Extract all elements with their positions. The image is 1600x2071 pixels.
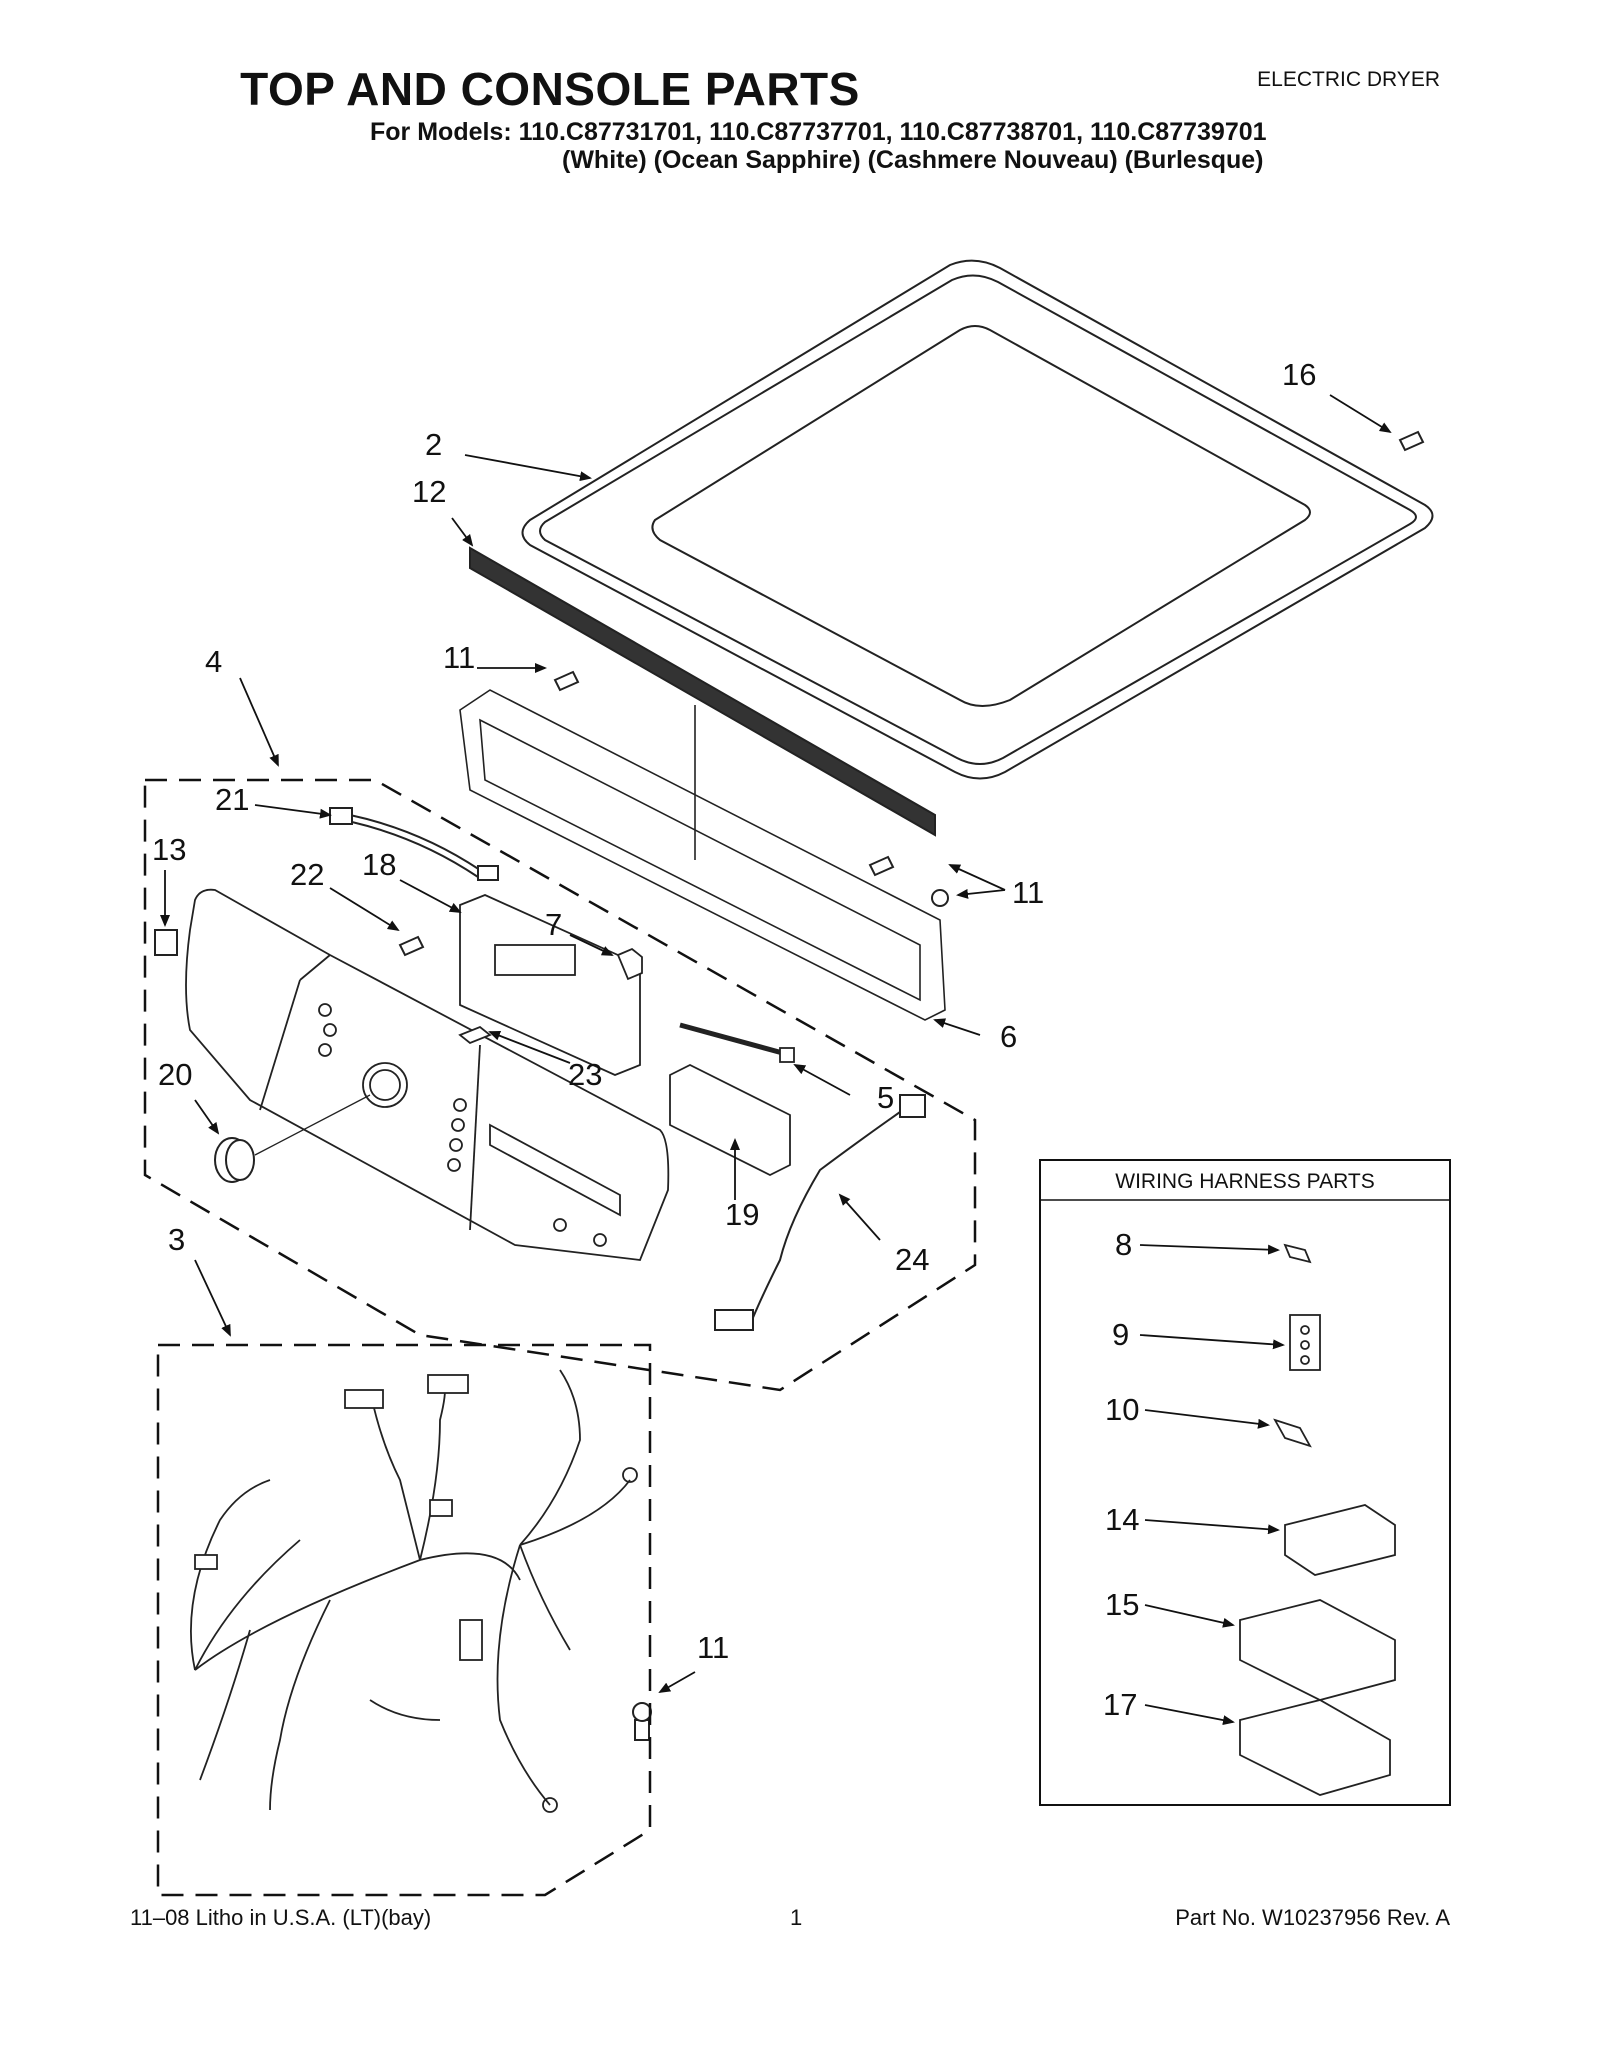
knob-leader (254, 1094, 371, 1156)
callout-24: 24 (895, 1242, 929, 1277)
harness-24 (714, 1094, 926, 1331)
callout-22: 22 (290, 857, 324, 892)
callout-14: 14 (1105, 1502, 1139, 1537)
footer-part-number: Part No. W10237956 Rev. A (1175, 1905, 1450, 1930)
terminal-part-10 (1273, 1418, 1312, 1448)
callout-16: 16 (1282, 357, 1316, 392)
colors-line: (White) (Ocean Sapphire) (Cashmere Nouve… (562, 146, 1264, 174)
callouts: 2 12 16 11 4 21 13 18 22 7 11 6 23 20 5 … (152, 357, 1316, 1722)
housing-part-17 (1239, 1699, 1391, 1796)
console-fascia (185, 888, 670, 1261)
callout-8: 8 (1115, 1227, 1132, 1262)
callout-23: 23 (568, 1057, 602, 1092)
wiring-harness-box (1039, 1159, 1451, 1806)
housing-part-15 (1239, 1599, 1396, 1701)
callout-10: 10 (1105, 1392, 1139, 1427)
knob (214, 1137, 255, 1183)
callout-13: 13 (152, 832, 186, 867)
callout-20: 20 (158, 1057, 192, 1092)
connector-part-9 (1289, 1314, 1321, 1371)
footer-page-number: 1 (790, 1905, 803, 1930)
control-board (459, 894, 641, 1076)
terminal-part-8 (1283, 1243, 1312, 1264)
console-assembly-outline (143, 778, 977, 1392)
callout-17: 17 (1103, 1687, 1137, 1722)
appliance-type: ELECTRIC DRYER (1257, 68, 1440, 91)
footer-litho: 11–08 Litho in U.S.A. (LT)(bay) (130, 1905, 432, 1930)
models-line: For Models: 110.C87731701, 110.C87737701… (370, 118, 1267, 146)
callout-21: 21 (215, 782, 249, 817)
callout-12: 12 (412, 474, 446, 509)
callout-15: 15 (1105, 1587, 1139, 1622)
bracket (616, 947, 643, 981)
callout-19: 19 (725, 1197, 759, 1232)
console-panel (459, 689, 946, 1021)
main-harness (190, 1369, 638, 1813)
callout-3: 3 (168, 1222, 185, 1257)
callout-9: 9 (1112, 1317, 1129, 1352)
leader-lines (160, 394, 1392, 1726)
callout-18: 18 (362, 847, 396, 882)
main-harness-outline (156, 1343, 652, 1897)
callout-6: 6 (1000, 1019, 1017, 1054)
callout-2: 2 (425, 427, 442, 462)
callout-7: 7 (545, 907, 562, 942)
callout-11c: 11 (697, 1630, 729, 1665)
callout-11: 11 (443, 640, 475, 675)
callout-11b: 11 (1012, 875, 1044, 910)
trim-strip (469, 546, 936, 837)
callout-4: 4 (205, 644, 222, 679)
switch-part (458, 1025, 492, 1045)
user-interface-board (669, 1022, 795, 1177)
small-harness (329, 807, 499, 881)
housing-part-14 (1284, 1504, 1396, 1576)
top-panel (521, 259, 1434, 780)
wiring-harness-title: WIRING HARNESS PARTS (1115, 1170, 1374, 1193)
latch (154, 929, 178, 956)
callout-5: 5 (877, 1080, 894, 1115)
page-title: TOP AND CONSOLE PARTS (240, 63, 860, 115)
screw-icon (398, 430, 1425, 1741)
